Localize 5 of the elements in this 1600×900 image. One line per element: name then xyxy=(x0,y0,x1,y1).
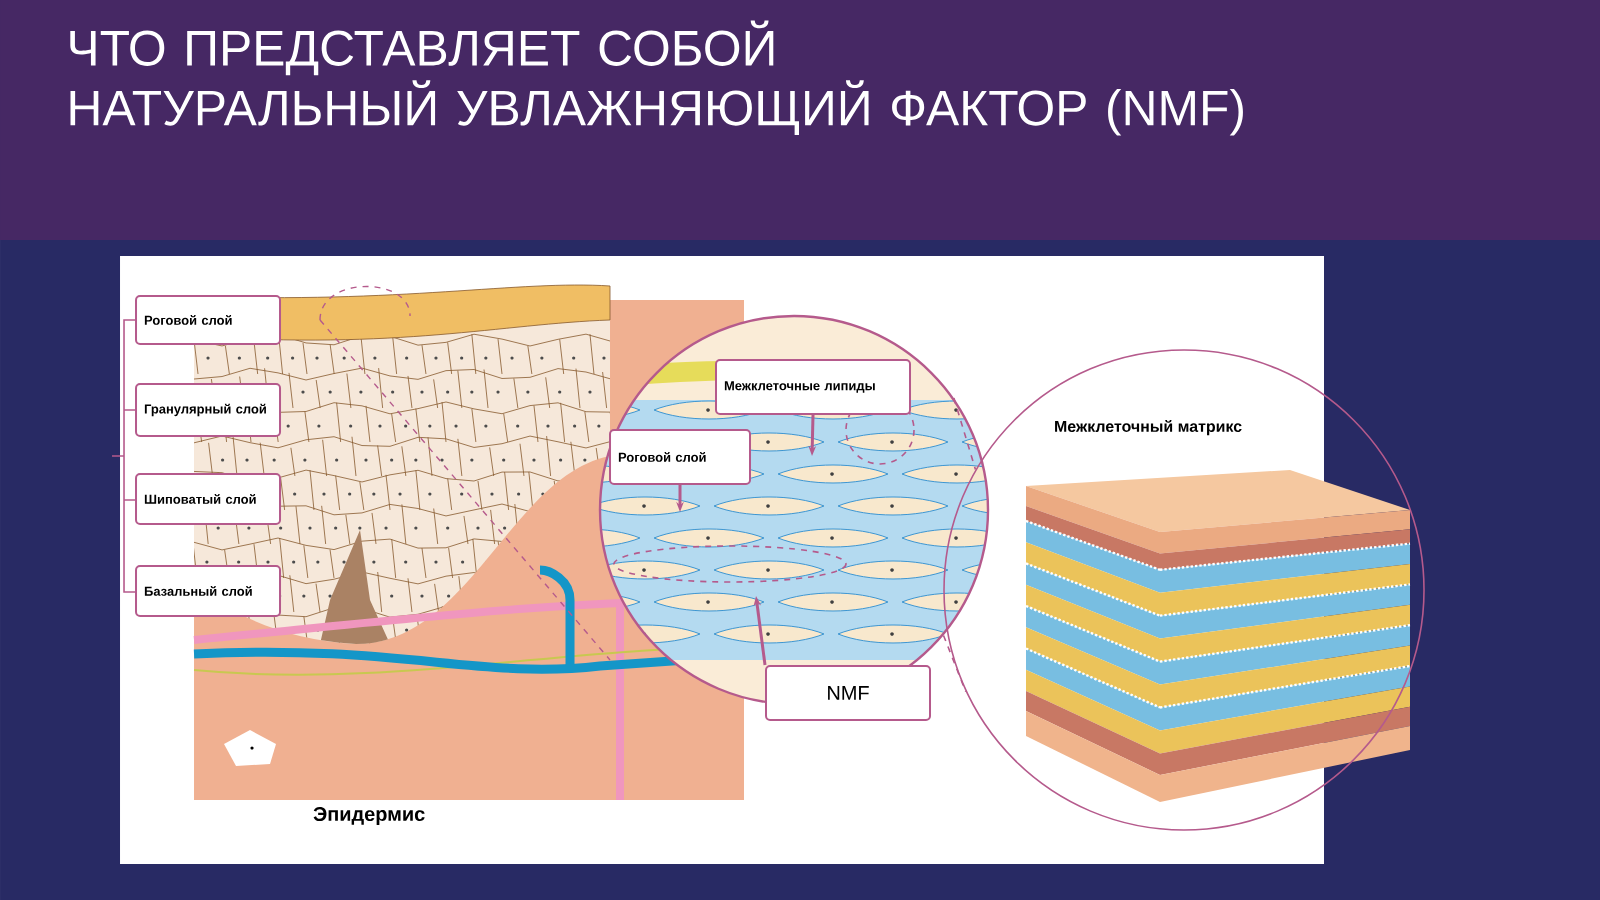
zoom-line xyxy=(942,634,967,693)
label-box: NMF xyxy=(765,665,931,721)
slide-title: ЧТО ПРЕДСТАВЛЯЕТ СОБОЙ НАТУРАЛЬНЫЙ УВЛАЖНЯЮЩИЙ ФАКТОР (NMF) xyxy=(70,20,1243,136)
caption-text: Эпидермис xyxy=(313,806,425,825)
zoom-line xyxy=(953,397,977,471)
